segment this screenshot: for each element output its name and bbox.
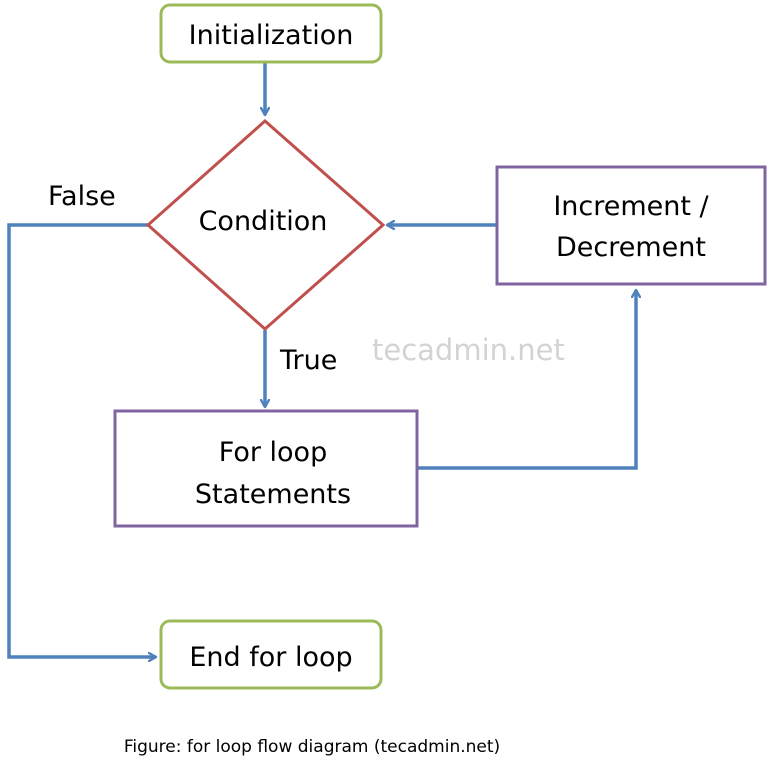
increment-label-line1: Increment / bbox=[553, 191, 709, 222]
condition-node: Condition bbox=[145, 118, 386, 332]
initialization-node: Initialization bbox=[159, 3, 383, 64]
statements-label-line2: Statements bbox=[195, 479, 351, 510]
initialization-label: Initialization bbox=[189, 20, 354, 51]
arrow-statements-to-increment bbox=[418, 290, 636, 470]
arrow-condition-to-end bbox=[7, 223, 156, 657]
end-node: End for loop bbox=[159, 619, 383, 690]
increment-box bbox=[495, 165, 767, 286]
condition-diamond bbox=[145, 118, 386, 332]
statements-box bbox=[113, 409, 419, 528]
figure-caption: Figure: for loop flow diagram (tecadmin.… bbox=[124, 737, 500, 757]
true-edge-label: True bbox=[279, 345, 337, 376]
false-edge-label: False bbox=[48, 181, 116, 212]
increment-label-line2: Decrement bbox=[556, 232, 706, 263]
statements-label-line1: For loop bbox=[219, 437, 327, 468]
end-box bbox=[159, 619, 383, 690]
watermark: tecadmin.net bbox=[372, 333, 565, 367]
end-label: End for loop bbox=[189, 642, 352, 673]
statements-node: For loop Statements bbox=[113, 409, 419, 528]
initialization-box bbox=[159, 3, 383, 64]
increment-node: Increment / Decrement bbox=[495, 165, 767, 286]
condition-label: Condition bbox=[199, 206, 328, 237]
